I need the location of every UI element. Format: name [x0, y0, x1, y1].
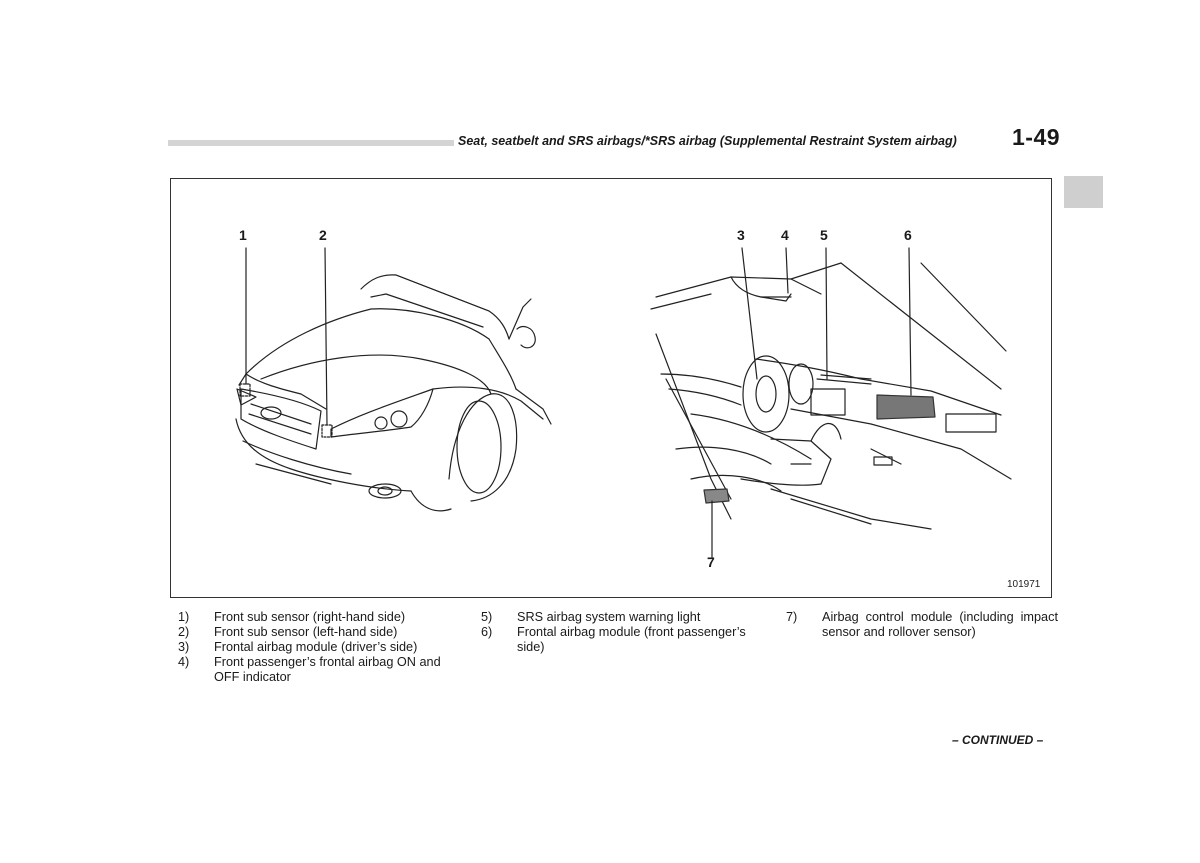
- legend-text: Airbag control module (including impact …: [822, 610, 1058, 639]
- legend-number: 4): [178, 655, 190, 669]
- continued-label: – CONTINUED –: [952, 733, 1044, 747]
- callout-4: 4: [781, 227, 789, 243]
- legend-item: 6) Frontal airbag module (front passenge…: [481, 625, 761, 655]
- section-title: Seat, seatbelt and SRS airbags/*SRS airb…: [458, 134, 957, 148]
- car-exterior-drawing: [235, 247, 552, 512]
- legend-text: Front passenger’s frontal airbag ON and …: [214, 655, 441, 684]
- legend-item: 2) Front sub sensor (left-hand side): [178, 625, 458, 640]
- figure-id: 101971: [1007, 579, 1041, 590]
- page-number: 1-49: [1012, 124, 1061, 150]
- figure-illustration: [235, 247, 1012, 558]
- legend-text: Frontal airbag module (front passenger’s…: [517, 625, 746, 654]
- callout-5: 5: [820, 227, 828, 243]
- legend-item: 7) Airbag control module (including impa…: [786, 610, 1058, 640]
- callout-1: 1: [239, 227, 247, 243]
- legend-number: 3): [178, 640, 190, 654]
- legend-text: Frontal airbag module (driver’s side): [214, 640, 418, 654]
- chapter-tab: [1064, 176, 1103, 208]
- legend-column-1: 1) Front sub sensor (right-hand side) 2)…: [178, 610, 458, 685]
- callout-3: 3: [737, 227, 745, 243]
- legend-column-3: 7) Airbag control module (including impa…: [786, 610, 1058, 640]
- airbag-locations-figure: 1 2 3 4 5 6 7 101971: [170, 178, 1052, 598]
- legend-number: 2): [178, 625, 190, 639]
- callout-6: 6: [904, 227, 912, 243]
- legend-text: Front sub sensor (right-hand side): [214, 610, 406, 624]
- header-rule: [168, 140, 454, 146]
- legend-number: 6): [481, 625, 493, 639]
- callout-2: 2: [319, 227, 327, 243]
- legend-item: 3) Frontal airbag module (driver’s side): [178, 640, 458, 655]
- car-interior-drawing: [650, 247, 1012, 558]
- legend-item: 4) Front passenger’s frontal airbag ON a…: [178, 655, 458, 685]
- legend-text: Front sub sensor (left-hand side): [214, 625, 398, 639]
- legend-item: 5) SRS airbag system warning light: [481, 610, 761, 625]
- legend-number: 1): [178, 610, 190, 624]
- legend-item: 1) Front sub sensor (right-hand side): [178, 610, 458, 625]
- legend-number: 5): [481, 610, 493, 624]
- legend-number: 7): [786, 610, 798, 624]
- legend-text: SRS airbag system warning light: [517, 610, 701, 624]
- callout-7: 7: [707, 554, 715, 570]
- legend-column-2: 5) SRS airbag system warning light 6) Fr…: [481, 610, 761, 655]
